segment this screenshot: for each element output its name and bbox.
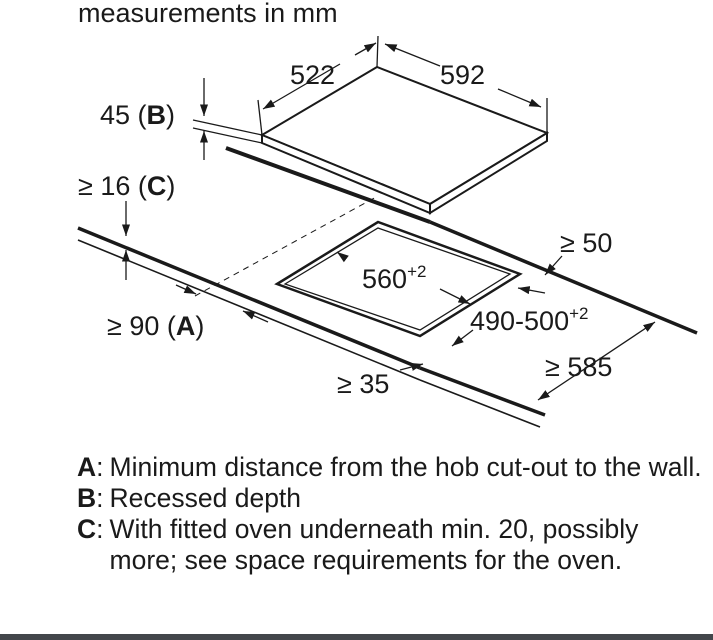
label-hob-depth: 522	[290, 60, 335, 90]
legend-item-b: B: Recessed depth	[77, 483, 707, 514]
legend-item-c: C: With fitted oven underneath min. 20, …	[77, 514, 707, 576]
label-worktop-depth: ≥ 585	[545, 352, 612, 382]
legend-text: Recessed depth	[109, 483, 302, 513]
hob-dimension-lines	[192, 35, 548, 160]
worktop	[77, 220, 698, 428]
cutout	[194, 195, 546, 347]
worktop-dimension-lines	[121, 201, 656, 401]
cutout-outline	[274, 220, 523, 338]
label-cutout-width: 560+2	[362, 262, 426, 294]
label-front-min: ≥ 50	[560, 228, 612, 258]
legend-text: With fitted oven underneath min. 20, pos…	[109, 514, 639, 575]
label-cutout-depth: 490-500+2	[470, 304, 588, 336]
hob-unit	[225, 65, 550, 224]
label-hob-width: 592	[440, 60, 485, 90]
legend-key: B	[77, 483, 97, 513]
legend: A: Minimum distance from the hob cut-out…	[77, 452, 707, 576]
legend-item-a: A: Minimum distance from the hob cut-out…	[77, 452, 707, 483]
bottom-rule	[0, 634, 713, 640]
label-oven-gap: ≥ 16 (C)	[78, 171, 175, 201]
legend-text: Minimum distance from the hob cut-out to…	[109, 452, 702, 482]
label-wall-distance: ≥ 90 (A)	[107, 311, 204, 341]
label-recessed-depth: 45 (B)	[100, 100, 175, 130]
diagram-title: measurements in mm	[78, 0, 338, 28]
hob-cutout-drawing: measurements in mm	[77, 0, 698, 428]
legend-key: A	[77, 452, 97, 482]
label-front-edge: ≥ 35	[337, 369, 389, 399]
legend-key: C	[77, 514, 97, 544]
